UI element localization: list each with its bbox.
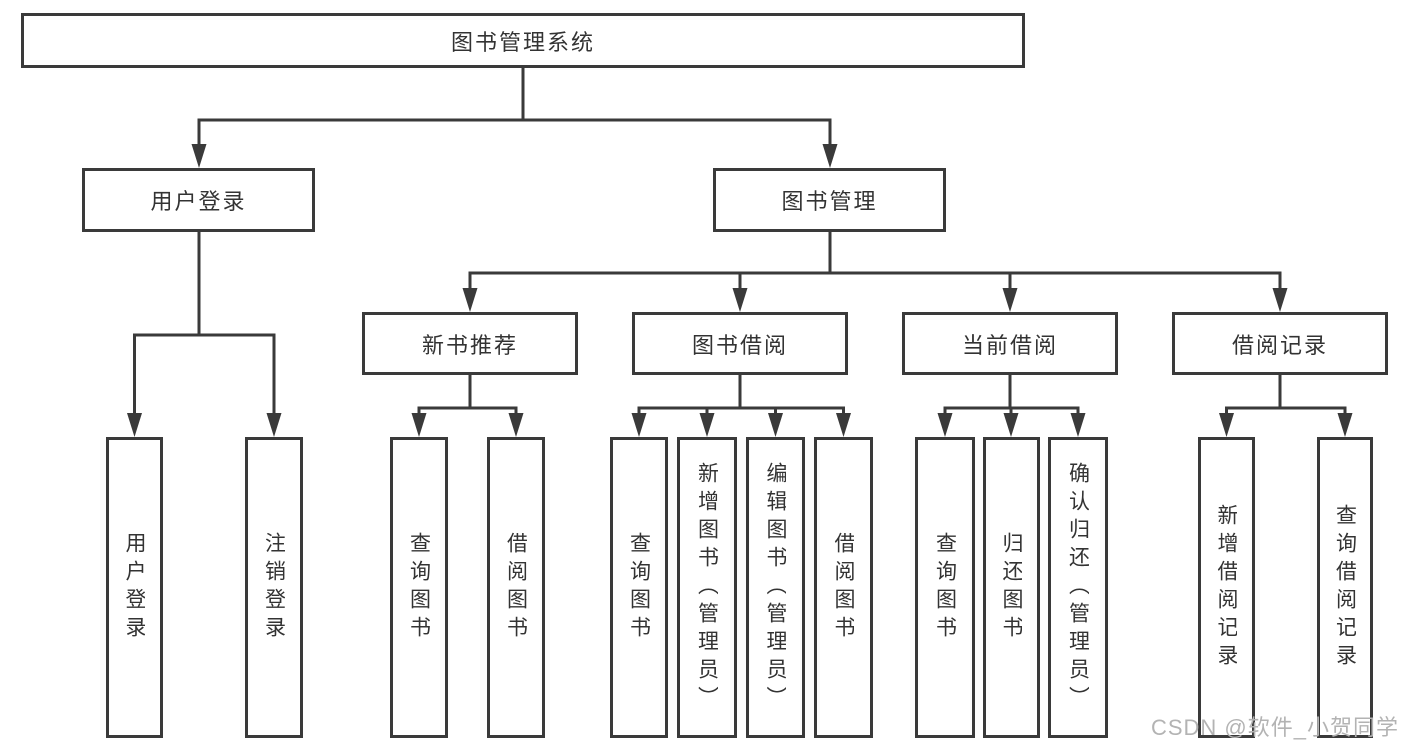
node-root: 图书管理系统 — [21, 13, 1025, 68]
node-borrow-record-label: 借阅记录 — [1231, 332, 1328, 358]
leaf-query-borrow-record-label: 查询借阅记录 — [1334, 503, 1356, 672]
connector-root-to-level2 — [191, 68, 838, 168]
node-new-book-rec: 新书推荐 — [362, 312, 578, 375]
node-user-login: 用户登录 — [82, 168, 315, 232]
node-borrow-record: 借阅记录 — [1172, 312, 1388, 375]
leaf-query-book-3-label: 查询图书 — [934, 531, 956, 644]
leaf-query-book-1-label: 查询图书 — [408, 531, 430, 644]
connector-user-login-children — [127, 232, 282, 437]
connector-book-borrow-children — [631, 375, 851, 437]
leaf-user-login-label: 用户登录 — [124, 531, 145, 644]
node-root-label: 图书管理系统 — [450, 29, 595, 55]
node-current-borrow-label: 当前借阅 — [961, 332, 1058, 358]
connector-book-mgmt-children — [462, 232, 1288, 312]
leaf-query-borrow-record: 查询借阅记录 — [1317, 437, 1373, 738]
leaf-borrow-book-2: 借阅图书 — [814, 437, 873, 738]
leaf-user-login: 用户登录 — [106, 437, 163, 738]
leaf-query-book-2-label: 查询图书 — [628, 531, 650, 644]
leaf-confirm-return: 确认归还（管理员） — [1048, 437, 1108, 738]
connector-borrow-record-children — [1219, 375, 1353, 437]
leaf-logout-label: 注销登录 — [263, 531, 285, 644]
node-current-borrow: 当前借阅 — [902, 312, 1118, 375]
node-book-mgmt-label: 图书管理 — [781, 189, 878, 214]
leaf-add-book: 新增图书（管理员） — [677, 437, 737, 738]
csdn-watermark: CSDN @软件_小贺同学 — [1150, 715, 1399, 740]
leaf-query-book-3: 查询图书 — [915, 437, 975, 738]
leaf-add-borrow-record: 新增借阅记录 — [1198, 437, 1255, 738]
node-new-book-rec-label: 新书推荐 — [421, 332, 518, 358]
leaf-return-book-label: 归还图书 — [1001, 531, 1022, 644]
leaf-borrow-book-2-label: 借阅图书 — [833, 531, 854, 644]
node-book-mgmt: 图书管理 — [713, 168, 946, 232]
leaf-query-book-1: 查询图书 — [390, 437, 448, 738]
leaf-add-borrow-record-label: 新增借阅记录 — [1216, 503, 1237, 672]
connector-current-borrow-children — [937, 375, 1086, 437]
leaf-borrow-book-1-label: 借阅图书 — [505, 531, 527, 644]
node-book-borrow: 图书借阅 — [632, 312, 848, 375]
leaf-edit-book: 编辑图书（管理员） — [746, 437, 805, 738]
leaf-logout: 注销登录 — [245, 437, 303, 738]
leaf-add-book-label: 新增图书（管理员） — [696, 461, 718, 714]
node-user-login-label: 用户登录 — [150, 189, 247, 214]
leaf-borrow-book-1: 借阅图书 — [487, 437, 545, 738]
leaf-return-book: 归还图书 — [983, 437, 1040, 738]
leaf-confirm-return-label: 确认归还（管理员） — [1067, 461, 1089, 714]
connector-new-book-children — [411, 375, 524, 437]
leaf-query-book-2: 查询图书 — [610, 437, 668, 738]
node-book-borrow-label: 图书借阅 — [691, 332, 788, 358]
leaf-edit-book-label: 编辑图书（管理员） — [765, 461, 786, 714]
